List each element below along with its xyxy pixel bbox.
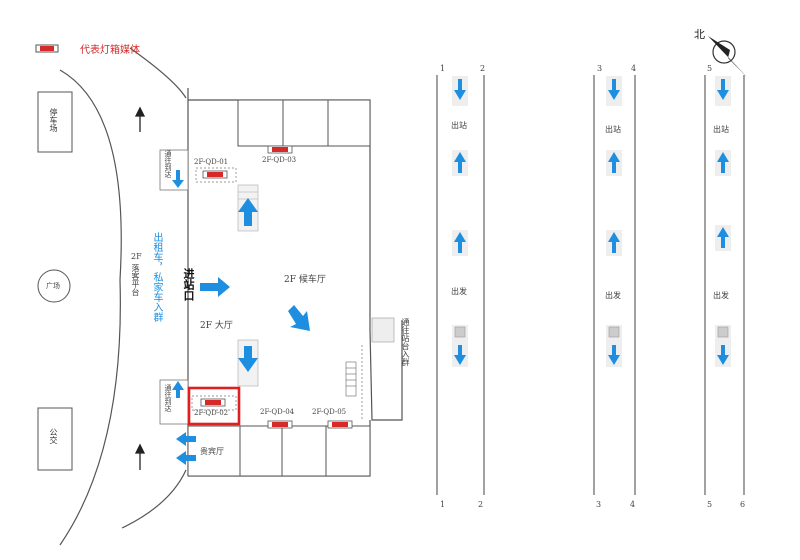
track1-top-left: 1	[440, 64, 446, 73]
left-bottom-passage-label: 通往到达	[164, 384, 172, 412]
platform-access-label: 通往站台入群	[401, 318, 410, 366]
bottom-room-4	[325, 425, 371, 477]
dashed-zone-qd02	[191, 395, 237, 411]
media-2f-qd-01	[202, 170, 228, 179]
square-label: 广场	[46, 282, 60, 290]
track2-bottom-right: 4	[630, 500, 636, 509]
top-room-2	[282, 99, 329, 147]
media-label-02: 2F-QD-02	[194, 409, 229, 417]
track2-top-left: 3	[597, 64, 603, 73]
platform-access-box	[371, 317, 395, 343]
bottom-room-2	[239, 425, 283, 477]
compass-north-label: 北	[694, 28, 705, 41]
track2-bottom-left: 3	[596, 500, 602, 509]
left-top-passage-label: 通往到达	[164, 150, 172, 178]
taxi-private-label: 出租车，私家车入群	[151, 232, 162, 322]
platform2-arrow-up-1	[606, 150, 622, 176]
road-curve-outer	[59, 69, 122, 546]
platform3-arrow-up-1	[715, 150, 731, 176]
platform2-arrow-down-top	[606, 76, 622, 106]
platform3-arrow-up-2	[715, 225, 731, 251]
arrow-left-passage-up	[172, 381, 184, 398]
top-room-1	[237, 99, 284, 147]
track3-top-left: 5	[707, 64, 713, 73]
top-room-3	[327, 99, 371, 147]
media-label-03: 2F-QD-03	[262, 156, 297, 164]
highlight-box	[187, 386, 241, 426]
square-circle	[37, 269, 71, 303]
escalator-right	[345, 361, 357, 397]
media-2f-qd-02	[200, 398, 226, 407]
waiting-hall-label: 2F 候车厅	[284, 275, 326, 285]
media-label-04: 2F-QD-04	[260, 408, 295, 416]
platform3-depart-label: 出发	[713, 291, 729, 300]
platform1-arrow-up-2	[452, 230, 468, 256]
entrance-label: 进站口	[182, 268, 195, 301]
bottom-room-3	[281, 425, 327, 477]
legend-media-icon	[35, 44, 59, 53]
arrow-entrance-right	[200, 277, 230, 297]
media-2f-qd-04	[267, 420, 293, 429]
track1-bottom-right: 2	[478, 500, 484, 509]
platform1-depart-label: 出发	[451, 287, 467, 296]
platform2-arrow-down-bottom	[606, 325, 622, 367]
parking-label: 停车场	[49, 108, 58, 132]
platform3-arrow-down-bottom	[715, 325, 731, 367]
platform2-depart-label: 出发	[605, 291, 621, 300]
arrow-down-escalator	[238, 346, 258, 372]
media-label-01: 2F-QD-01	[194, 158, 229, 166]
track3-bottom-right: 6	[740, 500, 746, 509]
hall-label: 2F 大厅	[200, 321, 233, 331]
road-curve-inner-bottom	[121, 469, 187, 529]
arrow-vip-left-1	[176, 432, 196, 446]
dashed-zone-qd01	[195, 167, 237, 183]
media-2f-qd-05	[327, 420, 353, 429]
track1-bottom-left: 1	[440, 500, 446, 509]
media-label-05: 2F-QD-05	[312, 408, 347, 416]
arrow-vip-left-2	[176, 451, 196, 465]
road-curve-inner	[129, 47, 187, 99]
road-up-arrow-top	[134, 106, 146, 132]
drop-off-floor: 2F	[131, 252, 142, 261]
legend-label: 代表灯箱媒体	[80, 45, 140, 56]
arrow-up-escalator	[238, 198, 258, 226]
platform1-arrow-down-bottom	[452, 325, 468, 367]
track-lines	[436, 75, 745, 495]
vip-hall-label: 贵宾厅	[200, 447, 224, 456]
arrow-diagonal	[288, 305, 310, 331]
compass-icon	[708, 36, 748, 78]
arrow-left-passage-down	[172, 170, 184, 188]
track3-bottom-left: 5	[707, 500, 713, 509]
track1-top-right: 2	[480, 64, 486, 73]
platform1-arrow-down-top	[452, 76, 468, 106]
platform2-arrow-up-2	[606, 230, 622, 256]
bottom-room-vip	[187, 425, 241, 477]
left-passage-top	[159, 149, 189, 191]
drop-off-label: 落客平台	[131, 264, 140, 296]
platform1-arrow-up-1	[452, 150, 468, 176]
platform3-exit-label: 出站	[713, 125, 729, 134]
bus-label: 公交	[49, 428, 58, 444]
platform2-exit-label: 出站	[605, 125, 621, 134]
platform1-exit-label: 出站	[451, 121, 467, 130]
road-up-arrow-bottom	[134, 443, 146, 470]
parking-box	[37, 91, 73, 153]
track2-top-right: 4	[631, 64, 637, 73]
bus-box	[37, 407, 73, 471]
media-2f-qd-03	[267, 145, 293, 154]
platform3-arrow-down-top	[715, 76, 731, 106]
